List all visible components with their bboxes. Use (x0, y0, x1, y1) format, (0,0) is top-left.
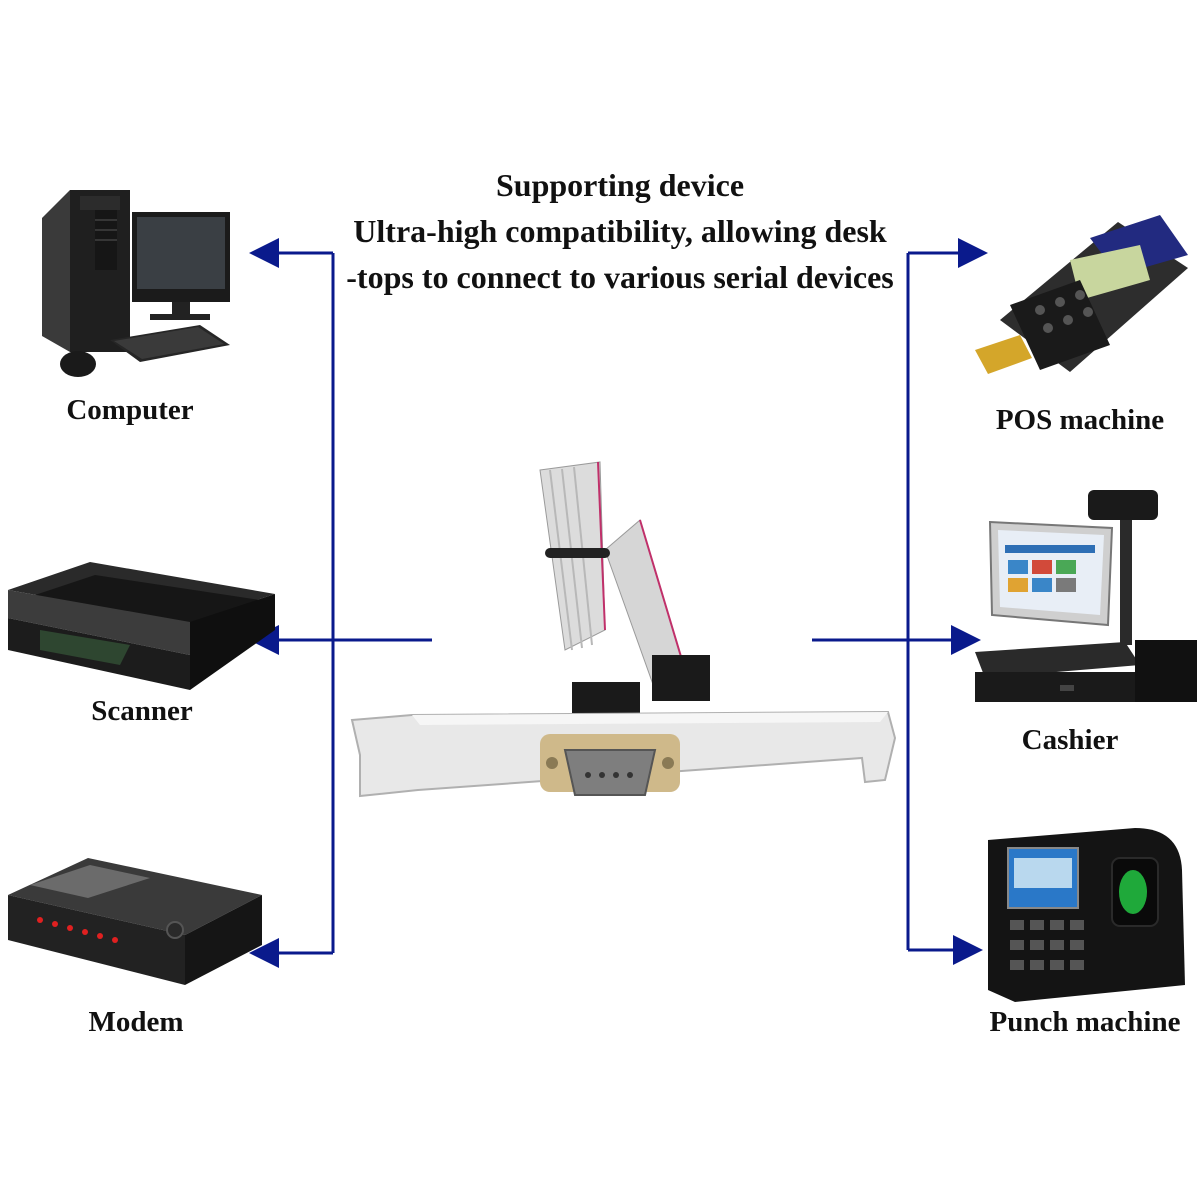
cash-register-icon (975, 490, 1197, 702)
label-computer: Computer (66, 394, 194, 426)
label-punch-machine: Punch machine (989, 1006, 1181, 1038)
headline-text: Supporting device Ultra-high compatibili… (330, 162, 910, 300)
serial-port-bracket-cable-icon (350, 461, 897, 798)
headline-line-2: Ultra-high compatibility, allowing desk (353, 213, 887, 249)
pos-terminal-icon (975, 215, 1188, 374)
left-connector-lines (249, 238, 432, 968)
label-cashier: Cashier (1021, 724, 1119, 756)
label-scanner: Scanner (91, 695, 193, 727)
headline-line-1: Supporting device (495, 167, 745, 203)
label-modem: Modem (88, 1006, 184, 1038)
label-pos-machine: POS machine (995, 404, 1165, 436)
right-connector-lines (812, 238, 988, 965)
fingerprint-time-clock-icon (988, 828, 1185, 1002)
modem-icon (8, 858, 262, 985)
desktop-computer-icon (42, 190, 230, 377)
headline-line-3: -tops to connect to various serial devic… (346, 259, 894, 295)
flatbed-scanner-icon (8, 562, 275, 690)
